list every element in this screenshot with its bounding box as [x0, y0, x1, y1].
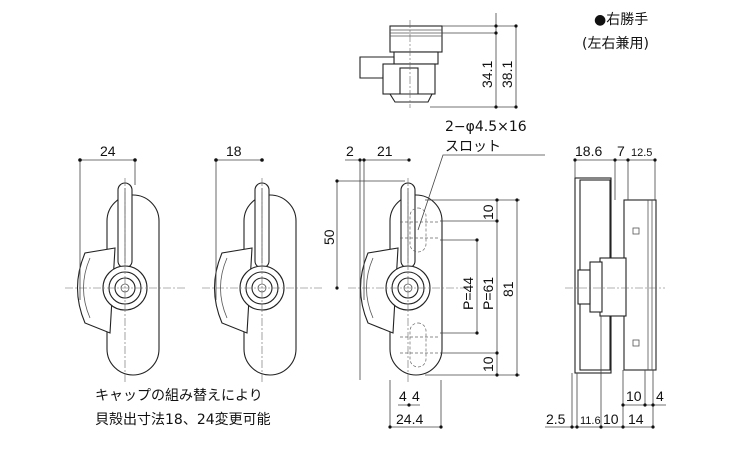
front-view-18: 18 — [201, 143, 323, 384]
dim-side-10: 10 — [626, 388, 642, 404]
dim-81: 81 — [500, 281, 516, 297]
slot-spec: 2−φ4.5×16 — [445, 119, 527, 135]
dim-38-1: 38.1 — [499, 61, 515, 88]
front-view-main: 2 21 50 10 P=44 P=61 81 10 4 4 24.4 — [321, 143, 520, 429]
slot-callout: 2−φ4.5×16 スロット — [417, 119, 545, 231]
dim-4-right: 4 — [412, 388, 420, 404]
dim-4-left: 4 — [399, 388, 407, 404]
dim-side-4: 4 — [656, 388, 664, 404]
dim-p44: P=44 — [460, 277, 476, 310]
bullet-icon: ● — [594, 12, 606, 28]
hand-title: ●右勝手 (左右兼用) — [582, 12, 649, 52]
slot-label: スロット — [445, 139, 501, 155]
dim-24: 24 — [100, 143, 116, 159]
side-view: 18.6 7 12.5 10 4 2.5 11.6 10 14 — [545, 143, 666, 429]
caption-line-2: 貝殻出寸法18、24変更可能 — [95, 411, 271, 428]
caption-line-1: キャップの組み替えにより — [95, 388, 263, 404]
front-view-24: 24 — [64, 143, 186, 384]
dim-p61: P=61 — [480, 277, 496, 310]
dim-2-5: 2.5 — [546, 411, 566, 427]
hand-note: (左右兼用) — [582, 36, 649, 52]
dim-50: 50 — [321, 229, 337, 245]
dim-24-4: 24.4 — [396, 411, 423, 427]
dim-7: 7 — [617, 143, 625, 159]
dim-21: 21 — [377, 143, 393, 159]
dim-top-10: 10 — [480, 204, 496, 220]
svg-text:●右勝手: ●右勝手 — [594, 12, 648, 28]
dim-bottom-10: 10 — [480, 356, 496, 372]
dim-18-6: 18.6 — [575, 143, 602, 159]
top-view: 34.1 38.1 — [359, 13, 518, 109]
dim-12-5: 12.5 — [631, 147, 652, 159]
dim-bottom-side-10: 10 — [603, 411, 619, 427]
dim-11-6: 11.6 — [580, 415, 601, 427]
dim-2: 2 — [346, 143, 354, 159]
dim-14: 14 — [628, 411, 644, 427]
dim-34-1: 34.1 — [479, 61, 495, 88]
dim-18: 18 — [226, 143, 242, 159]
hand-label: 右勝手 — [606, 12, 648, 28]
